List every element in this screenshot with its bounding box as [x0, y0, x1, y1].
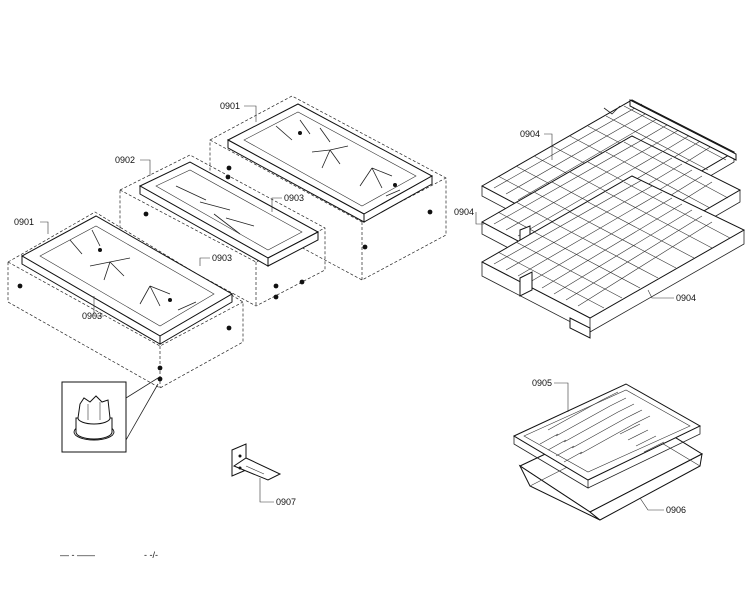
foot-marker [157, 376, 163, 382]
footer-mark-right: - -/- [144, 550, 158, 560]
leader-lines [40, 105, 674, 511]
callout-0904-top: 0904 [520, 129, 540, 139]
callout-0901-left: 0901 [14, 217, 34, 227]
callout-0903-middle: 0903 [212, 253, 232, 263]
callout-0904-left: 0904 [454, 207, 474, 217]
grate-right-top [209, 95, 447, 281]
callout-0903-right: 0903 [284, 193, 304, 203]
foot-marker [143, 211, 149, 217]
foot-marker [362, 244, 368, 250]
foot-detail-inset [61, 377, 159, 453]
callout-0907: 0907 [276, 497, 296, 507]
broil-pan-assembly [512, 383, 704, 521]
foot-marker [299, 279, 305, 285]
foot-marker [157, 365, 163, 371]
footer-mark-left: — - —— [60, 550, 95, 560]
foot-marker [17, 283, 23, 289]
oven-racks [480, 99, 746, 339]
foot-marker [226, 325, 232, 331]
bracket [231, 443, 282, 481]
callout-0901-top: 0901 [220, 101, 240, 111]
broil-grid [512, 383, 702, 489]
grate-left [7, 211, 244, 389]
callout-0904-bottom: 0904 [676, 293, 696, 303]
rack-bottom [480, 175, 746, 339]
foot-marker [273, 283, 279, 289]
foot-marker [226, 165, 232, 171]
callout-0905: 0905 [532, 378, 552, 388]
callout-0903-left: 0903 [82, 311, 102, 321]
broil-grid-slots [539, 391, 665, 463]
callout-0906: 0906 [666, 505, 686, 515]
foot-marker [273, 294, 279, 300]
grate-middle [119, 154, 326, 307]
callout-0902: 0902 [115, 155, 135, 165]
callout-labels: 0901 0902 0903 0901 0903 0903 0904 0904 … [14, 101, 696, 515]
foot-marker [427, 209, 433, 215]
